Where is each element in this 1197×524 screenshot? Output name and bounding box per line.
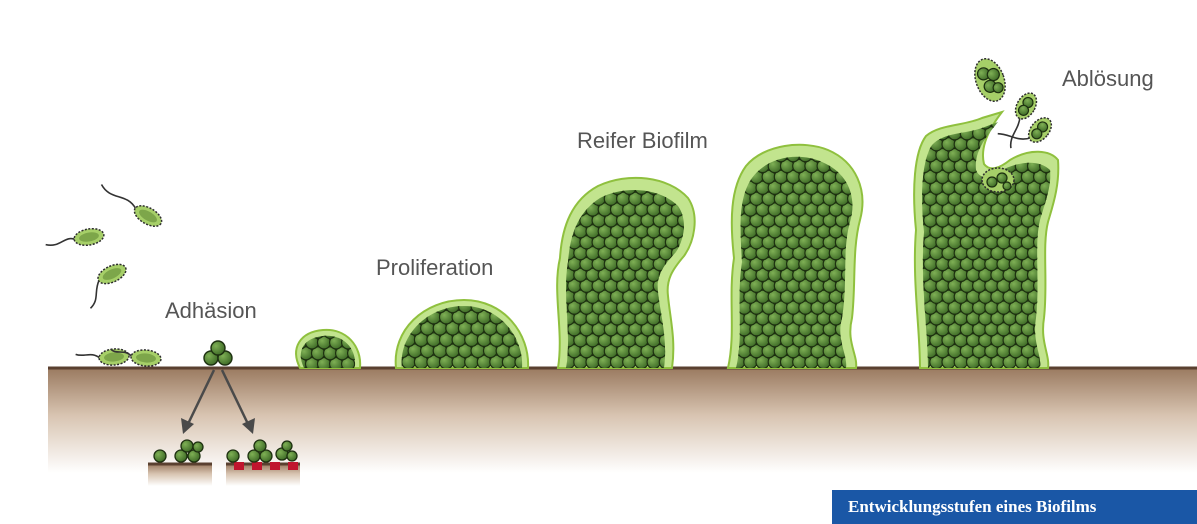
bacterial-cell bbox=[726, 149, 739, 162]
adhesion-cluster bbox=[204, 341, 232, 365]
bacterial-cell bbox=[912, 127, 925, 140]
bacterial-cell bbox=[719, 312, 732, 325]
bacterial-cell bbox=[562, 181, 575, 194]
bacterial-cell bbox=[719, 268, 732, 281]
bacterial-cell bbox=[549, 181, 562, 194]
bacterial-cell bbox=[1046, 279, 1059, 292]
bacterial-cell bbox=[842, 138, 855, 151]
bacterial-cell bbox=[1052, 138, 1065, 151]
bacterial-cell bbox=[719, 181, 732, 194]
bacterial-cell bbox=[930, 116, 943, 129]
bacterial-cell bbox=[985, 149, 998, 162]
bacterial-cell bbox=[854, 290, 867, 303]
bacterial-cell bbox=[854, 159, 867, 172]
bacterial-cell bbox=[744, 138, 757, 151]
bacterial-cell bbox=[1052, 290, 1065, 303]
bacterial-cell bbox=[1052, 312, 1065, 325]
bacterial-cell bbox=[389, 310, 403, 324]
bacterial-cell bbox=[521, 299, 535, 313]
bacterial-cell bbox=[738, 149, 751, 162]
bacterial-cell bbox=[991, 138, 1004, 151]
bacterial-cell bbox=[719, 225, 732, 238]
planktonic-bacteria bbox=[44, 181, 165, 368]
bacterial-cell bbox=[1046, 257, 1059, 270]
bacterial-cell bbox=[1046, 301, 1059, 314]
bacterial-cell bbox=[1052, 247, 1065, 260]
bacterial-cell bbox=[1003, 138, 1016, 151]
bacterial-cell bbox=[672, 290, 685, 303]
label-mature-biofilm: Reifer Biofilm bbox=[577, 128, 708, 153]
proliferation-cells bbox=[389, 299, 535, 369]
bacterial-cell bbox=[726, 170, 739, 183]
bacterial-cell bbox=[672, 312, 685, 325]
bacterial-cell bbox=[515, 310, 529, 324]
bacterial-cell bbox=[756, 138, 769, 151]
bacterial-cell bbox=[854, 138, 867, 151]
bacterial-cell bbox=[997, 149, 1010, 162]
bacterial-cell bbox=[1052, 334, 1065, 347]
bacterial-cell bbox=[854, 334, 867, 347]
bacterial-cell bbox=[549, 203, 562, 216]
bacterial-cell bbox=[1003, 116, 1016, 129]
bacterial-cell bbox=[1052, 268, 1065, 281]
bacterial-cell bbox=[854, 268, 867, 281]
bacterial-cell bbox=[574, 181, 587, 194]
bacterial-cell bbox=[509, 299, 523, 313]
bacterial-cell bbox=[848, 149, 861, 162]
bacterial-cell bbox=[829, 138, 842, 151]
label-detachment: Ablösung bbox=[1062, 66, 1154, 91]
figure-caption: Entwicklungsstufen eines Biofilms bbox=[832, 490, 1197, 524]
bacterial-cell bbox=[396, 299, 410, 313]
bacterial-cell bbox=[719, 138, 732, 151]
bacterial-cell bbox=[521, 322, 535, 336]
bacterial-cell bbox=[719, 203, 732, 216]
bacterial-cell bbox=[1052, 225, 1065, 238]
bacterial-cell bbox=[549, 225, 562, 238]
bacterial-cell bbox=[905, 116, 918, 129]
label-proliferation: Proliferation bbox=[376, 255, 493, 280]
bacterial-cell bbox=[918, 116, 931, 129]
bacterial-cell bbox=[854, 312, 867, 325]
bacterial-cell bbox=[719, 290, 732, 303]
bacterial-cell bbox=[719, 247, 732, 260]
bacterial-cell bbox=[1052, 116, 1065, 129]
bacterial-cell bbox=[719, 159, 732, 172]
bacterial-cell bbox=[732, 138, 745, 151]
bacterial-cell bbox=[678, 323, 691, 336]
bacterial-cell bbox=[556, 192, 569, 205]
substrate-ground bbox=[48, 368, 1197, 473]
bacterial-cell bbox=[408, 299, 422, 313]
label-adhesion: Adhäsion bbox=[165, 298, 257, 323]
bacterial-cell bbox=[905, 138, 918, 151]
bacterial-cell bbox=[1046, 236, 1059, 249]
bacterial-cell bbox=[348, 325, 361, 338]
bacterial-cell bbox=[678, 301, 691, 314]
bacterial-cell bbox=[905, 334, 918, 347]
bacterial-cell bbox=[678, 279, 691, 292]
bacterial-cell bbox=[678, 345, 691, 358]
bacterial-cell bbox=[1046, 323, 1059, 336]
